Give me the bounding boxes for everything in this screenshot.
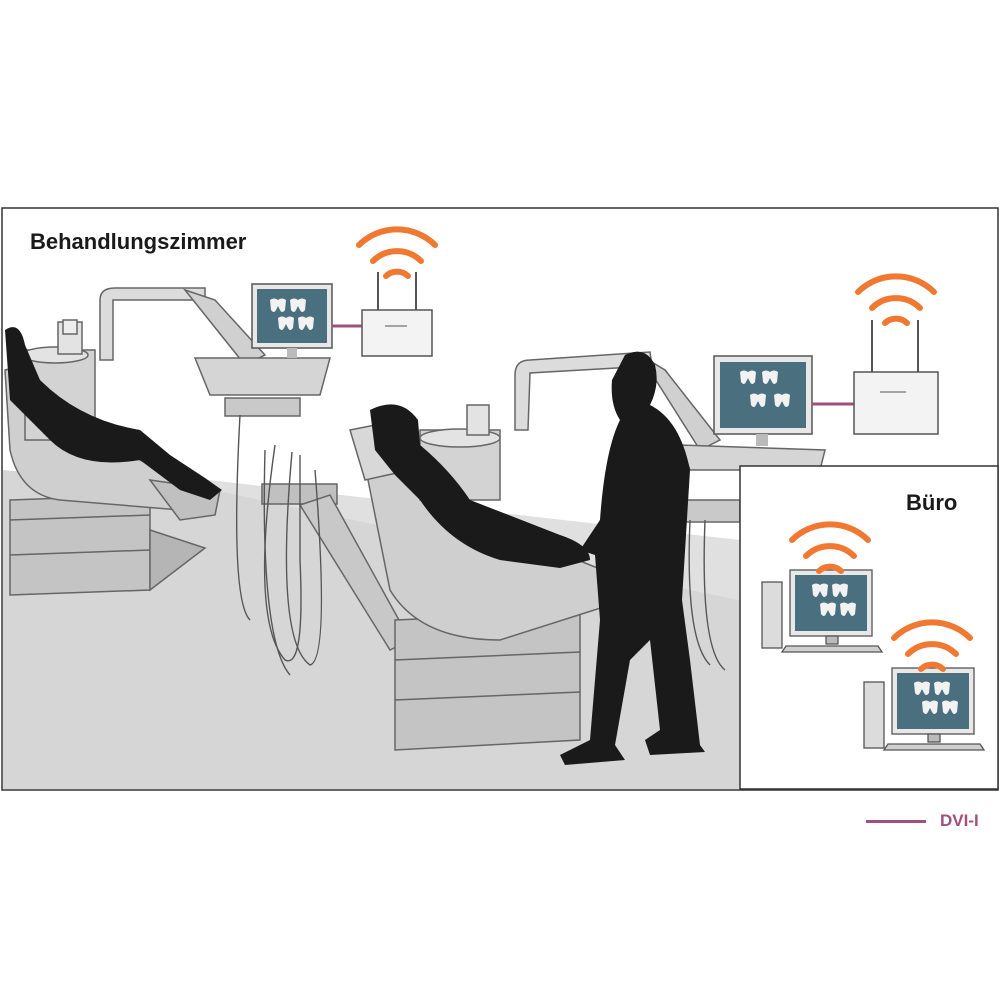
legend-label: DVI-I xyxy=(940,811,979,830)
legend: DVI-I xyxy=(866,811,979,831)
office-label: Büro xyxy=(906,490,958,515)
dentist-silhouette xyxy=(560,351,705,765)
legend-line xyxy=(866,819,926,823)
patient-silhouette-middle xyxy=(370,404,590,568)
wireless-router-icon xyxy=(853,320,939,435)
hoses xyxy=(235,414,323,676)
monitor-middle xyxy=(713,355,813,446)
office-computer-1 xyxy=(761,569,884,653)
wireless-router-icon xyxy=(361,272,433,357)
hoses-middle xyxy=(688,519,726,671)
patient-silhouette-left xyxy=(5,327,222,500)
room-label: Behandlungszimmer xyxy=(30,229,247,254)
monitor-left xyxy=(251,283,333,358)
